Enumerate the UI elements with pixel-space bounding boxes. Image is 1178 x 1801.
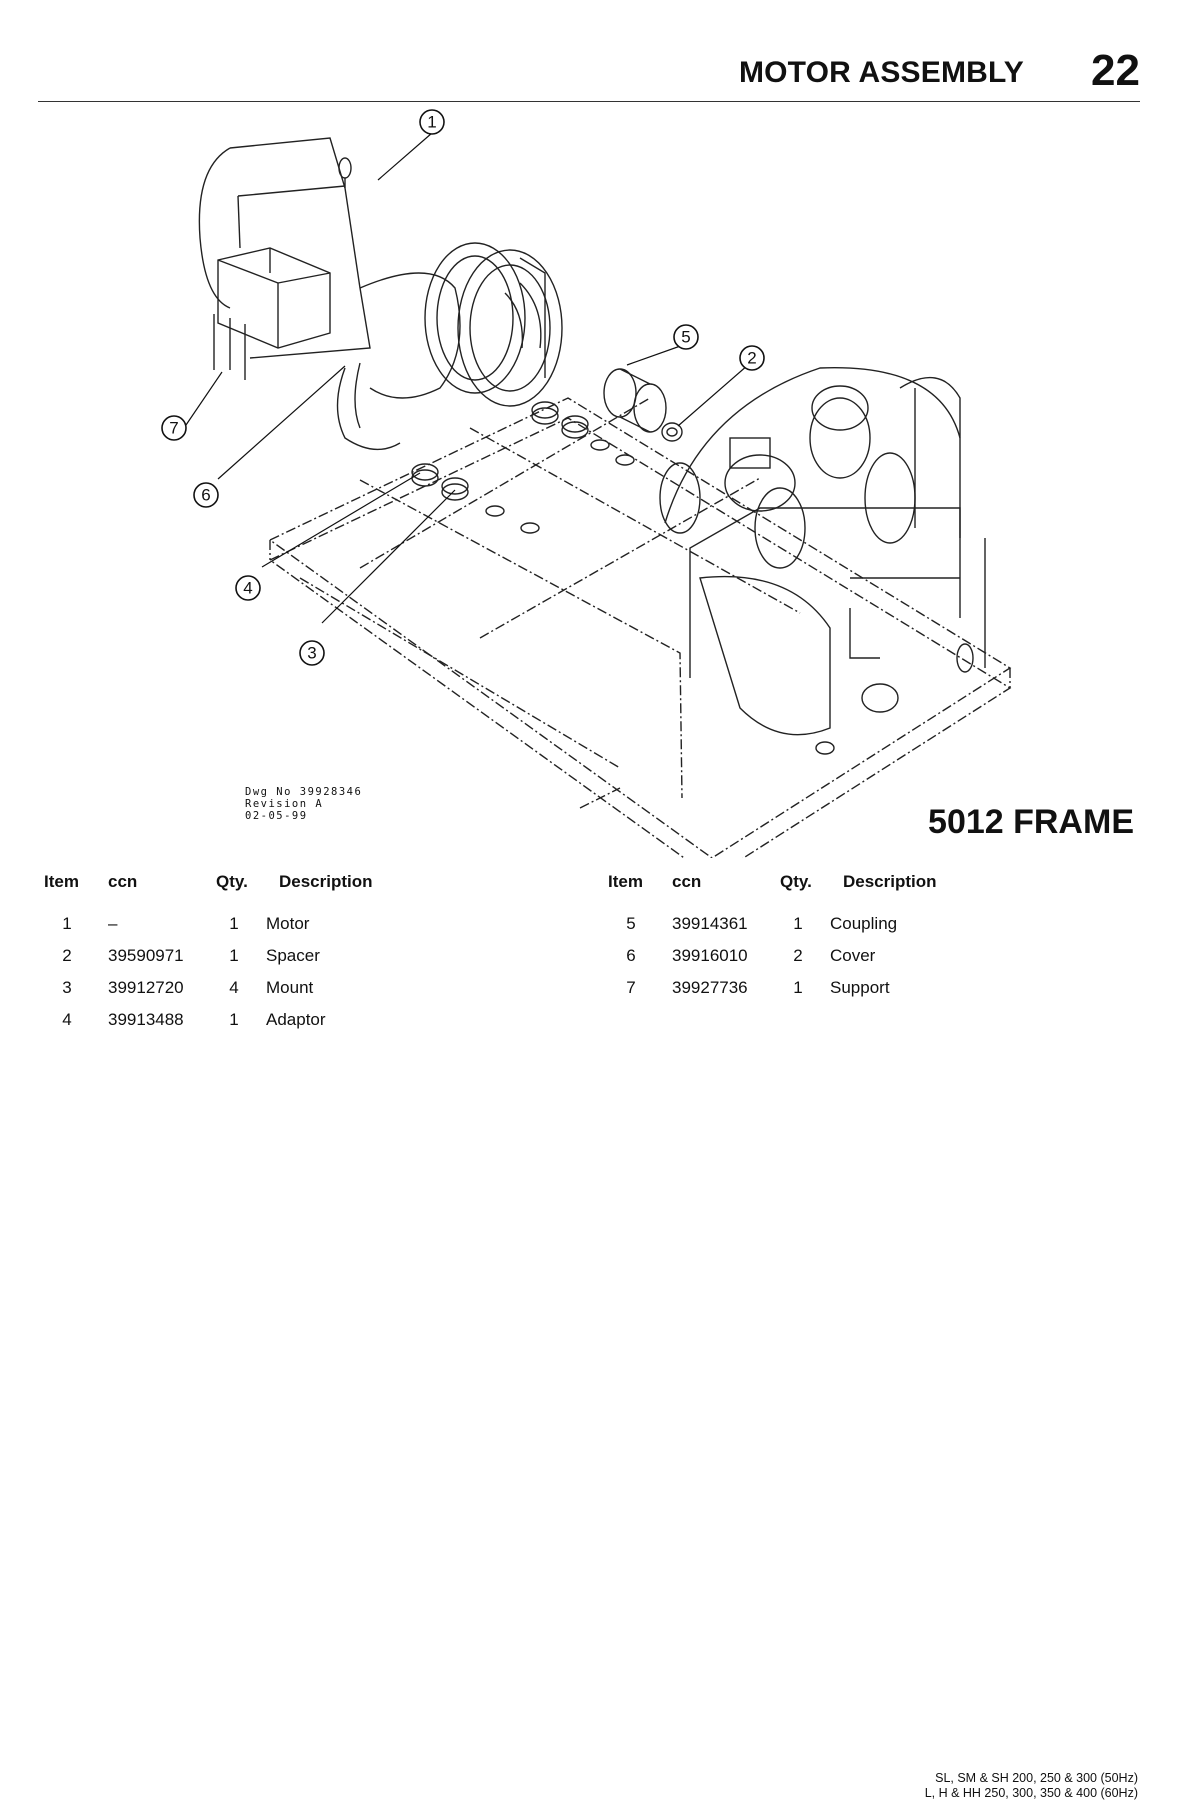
table-row: 3 39912720 4 Mount — [44, 978, 373, 1010]
table-row: 4 39913488 1 Adaptor — [44, 1010, 373, 1042]
row-description: Mount — [266, 978, 314, 997]
row-ccn: 39912720 — [108, 978, 184, 997]
table-row: 6 39916010 2 Cover — [608, 946, 937, 978]
callout-1: 1 — [419, 109, 445, 135]
row-description: Coupling — [830, 914, 898, 933]
row-qty: 1 — [229, 946, 239, 965]
row-qty: 1 — [793, 914, 803, 933]
adaptor-flange — [424, 242, 563, 407]
row-ccn: 39590971 — [108, 946, 184, 965]
header-item: Item — [44, 872, 79, 891]
svg-text:4: 4 — [243, 579, 252, 598]
table-header-row: Item ccn Qty. Description — [44, 872, 373, 914]
callout-2: 2 — [739, 345, 765, 371]
frame-outline — [268, 397, 1012, 858]
row-qty: 1 — [229, 1010, 239, 1029]
header-ccn: ccn — [672, 872, 702, 891]
callout-5: 5 — [673, 324, 699, 350]
row-qty: 4 — [229, 978, 239, 997]
row-item: 3 — [62, 978, 72, 997]
callout-7: 7 — [161, 415, 187, 441]
row-description: Adaptor — [266, 1010, 326, 1029]
row-item: 4 — [62, 1010, 72, 1029]
callout-6: 6 — [193, 482, 219, 508]
footer-line-60hz: L, H & HH 250, 300, 350 & 400 (60Hz) — [924, 1786, 1138, 1800]
header-qty: Qty. — [216, 872, 248, 891]
row-qty: 1 — [229, 914, 239, 933]
row-item: 1 — [62, 914, 72, 933]
svg-text:3: 3 — [307, 644, 316, 663]
mount-pads — [411, 401, 635, 534]
coupling — [603, 368, 683, 442]
table-header-row: Item ccn Qty. Description — [608, 872, 937, 914]
table-row: 5 39914361 1 Coupling — [608, 914, 937, 946]
row-item: 2 — [62, 946, 72, 965]
header-description: Description — [843, 872, 937, 891]
svg-text:2: 2 — [747, 349, 756, 368]
coupling-cover — [336, 282, 542, 451]
table-row: 7 39927736 1 Support — [608, 978, 937, 1010]
svg-text:1: 1 — [427, 113, 436, 132]
svg-text:5: 5 — [681, 328, 690, 347]
table-row: 2 39590971 1 Spacer — [44, 946, 373, 978]
row-qty: 2 — [793, 946, 803, 965]
row-ccn: 39927736 — [672, 978, 748, 997]
callout-3: 3 — [299, 640, 325, 666]
footer-line-50hz: SL, SM & SH 200, 250 & 300 (50Hz) — [935, 1771, 1138, 1785]
row-item: 7 — [626, 978, 636, 997]
row-description: Spacer — [266, 946, 320, 965]
pump-assembly — [659, 366, 986, 755]
svg-text:6: 6 — [201, 486, 210, 505]
row-description: Support — [830, 978, 890, 997]
svg-text:7: 7 — [169, 419, 178, 438]
row-item: 5 — [626, 914, 636, 933]
drawing-info: Dwg No 39928346 Revision A 02-05-99 — [245, 786, 362, 822]
row-qty: 1 — [793, 978, 803, 997]
row-ccn: – — [108, 914, 118, 933]
page-title: MOTOR ASSEMBLY — [738, 56, 1024, 89]
header-rule — [38, 101, 1140, 102]
row-ccn: 39914361 — [672, 914, 748, 933]
frame-label: 5012 FRAME — [928, 803, 1134, 841]
row-item: 6 — [626, 946, 636, 965]
row-description: Cover — [830, 946, 876, 965]
drawing-date: 02-05-99 — [245, 810, 308, 822]
drawing-number: Dwg No 39928346 — [245, 786, 363, 798]
header-description: Description — [279, 872, 373, 891]
page-number: 22 — [1091, 46, 1140, 95]
parts-table-right: Item ccn Qty. Description 5 39914361 1 C… — [608, 872, 937, 1010]
row-ccn: 39913488 — [108, 1010, 184, 1029]
header-ccn: ccn — [108, 872, 138, 891]
header-qty: Qty. — [780, 872, 812, 891]
table-row: 1 – 1 Motor — [44, 914, 373, 946]
row-description: Motor — [266, 914, 310, 933]
drawing-revision: Revision A — [245, 798, 324, 810]
motor-assembly-drawing: 1 2 3 4 5 6 7 — [161, 109, 1012, 858]
motor-body — [198, 137, 461, 399]
header-item: Item — [608, 872, 643, 891]
leader-lines — [185, 132, 749, 624]
footer-models: SL, SM & SH 200, 250 & 300 (50Hz) L, H &… — [925, 1771, 1138, 1801]
parts-table-left: Item ccn Qty. Description 1 – 1 Motor 2 … — [44, 872, 373, 1042]
row-ccn: 39916010 — [672, 946, 748, 965]
callout-4: 4 — [235, 575, 261, 601]
